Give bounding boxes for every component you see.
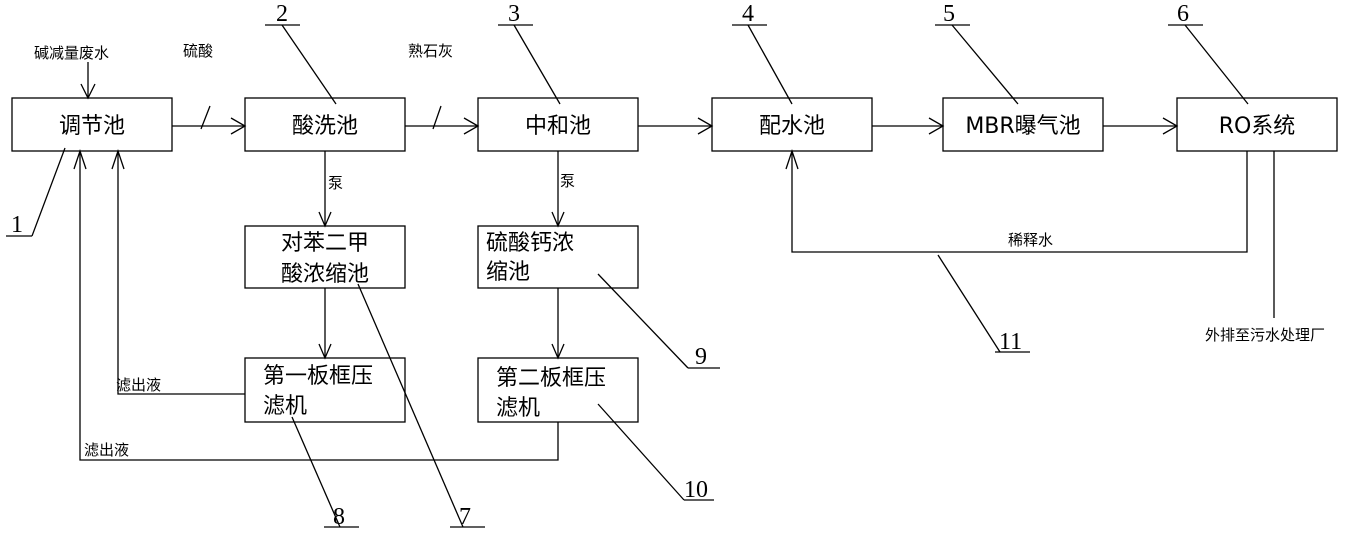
ref-4: 4	[732, 1, 793, 105]
box-tiaojie-chi-label: 调节池	[59, 114, 125, 139]
label-pump-1: 泵	[328, 174, 343, 192]
label-filtrate-1: 滤出液	[116, 376, 161, 394]
flow-1-to-2	[172, 117, 247, 135]
box-mbr: MBR曝气池	[942, 97, 1104, 152]
ref-8: 8	[291, 416, 359, 530]
ref-1-number: 1	[11, 212, 23, 238]
ref-3: 3	[498, 1, 561, 105]
box-caso4-line1: 硫酸钙浓	[486, 231, 574, 256]
box-zhonghe-chi: 中和池	[477, 97, 639, 152]
box-tiaojie-chi: 调节池	[11, 97, 173, 152]
box-mbr-label: MBR曝气池	[965, 114, 1080, 139]
ref-4-number: 4	[742, 1, 754, 27]
label-lime: 熟石灰	[408, 42, 453, 60]
box-pta-line1: 对苯二甲	[281, 231, 369, 256]
flow-3-to-4	[638, 117, 714, 135]
label-sulfuric-acid: 硫酸	[183, 42, 213, 60]
ref-6: 6	[1168, 1, 1249, 105]
ref-10: 10	[597, 403, 714, 503]
box-peishui-chi-label: 配水池	[759, 114, 825, 139]
label-pump-2: 泵	[560, 172, 575, 190]
ref-5-number: 5	[943, 1, 955, 27]
box-caso4-concentrator: 硫酸钙浓 缩池	[477, 225, 639, 289]
flow-input	[80, 62, 96, 100]
ref-2-number: 2	[276, 1, 288, 27]
box-pta-concentrator: 对苯二甲 酸浓缩池	[244, 225, 406, 289]
flow-3-to-9	[551, 151, 565, 228]
box-filter2-line2: 滤机	[496, 396, 540, 421]
flow-5-to-6	[1103, 117, 1179, 135]
box-suanxi-chi: 酸洗池	[244, 97, 406, 152]
ref-1: 1	[6, 147, 66, 238]
flow-9-to-10	[551, 288, 565, 360]
box-peishui-chi: 配水池	[711, 97, 873, 152]
label-dilution-water: 稀释水	[1008, 231, 1053, 249]
flow-2-to-3	[405, 117, 480, 135]
ref-9-number: 9	[695, 344, 707, 370]
label-discharge: 外排至污水处理厂	[1205, 326, 1325, 344]
ref-10-number: 10	[684, 477, 708, 503]
box-zhonghe-chi-label: 中和池	[525, 114, 591, 139]
flow-2-to-7	[318, 151, 332, 228]
box-filter1-line1: 第一板框压	[263, 364, 373, 389]
ref-6-number: 6	[1177, 1, 1189, 27]
ref-8-number: 8	[333, 504, 345, 530]
ref-9: 9	[597, 273, 720, 370]
ref-5: 5	[935, 1, 1019, 105]
ref-7: 7	[357, 283, 485, 530]
ref-11: 11	[937, 254, 1030, 355]
label-input-water: 碱减量废水	[34, 44, 109, 62]
ref-3-number: 3	[508, 1, 520, 27]
box-filter-press-2: 第二板框压 滤机	[477, 357, 639, 423]
acid-inlet-tick	[200, 105, 211, 130]
box-ro-system: RO系统	[1176, 97, 1338, 152]
box-suanxi-chi-label: 酸洗池	[292, 114, 358, 139]
box-ro-system-label: RO系统	[1219, 114, 1296, 139]
flow-4-to-5	[872, 117, 945, 135]
flow-filtrate-2-return	[73, 148, 559, 461]
box-filter1-line2: 滤机	[263, 394, 307, 419]
ref-7-number: 7	[459, 504, 471, 530]
box-filter2-line1: 第二板框压	[496, 366, 606, 391]
box-pta-line2: 酸浓缩池	[281, 262, 369, 287]
flow-dilution-return	[785, 148, 1248, 253]
flow-filtrate-1-return	[111, 148, 245, 395]
ref-11-number: 11	[999, 329, 1022, 355]
ref-2: 2	[265, 1, 337, 105]
box-filter-press-1: 第一板框压 滤机	[244, 357, 406, 423]
label-filtrate-2: 滤出液	[84, 441, 129, 459]
lime-inlet-tick	[432, 105, 442, 130]
flow-7-to-8	[318, 288, 332, 360]
box-caso4-line2: 缩池	[486, 260, 530, 285]
